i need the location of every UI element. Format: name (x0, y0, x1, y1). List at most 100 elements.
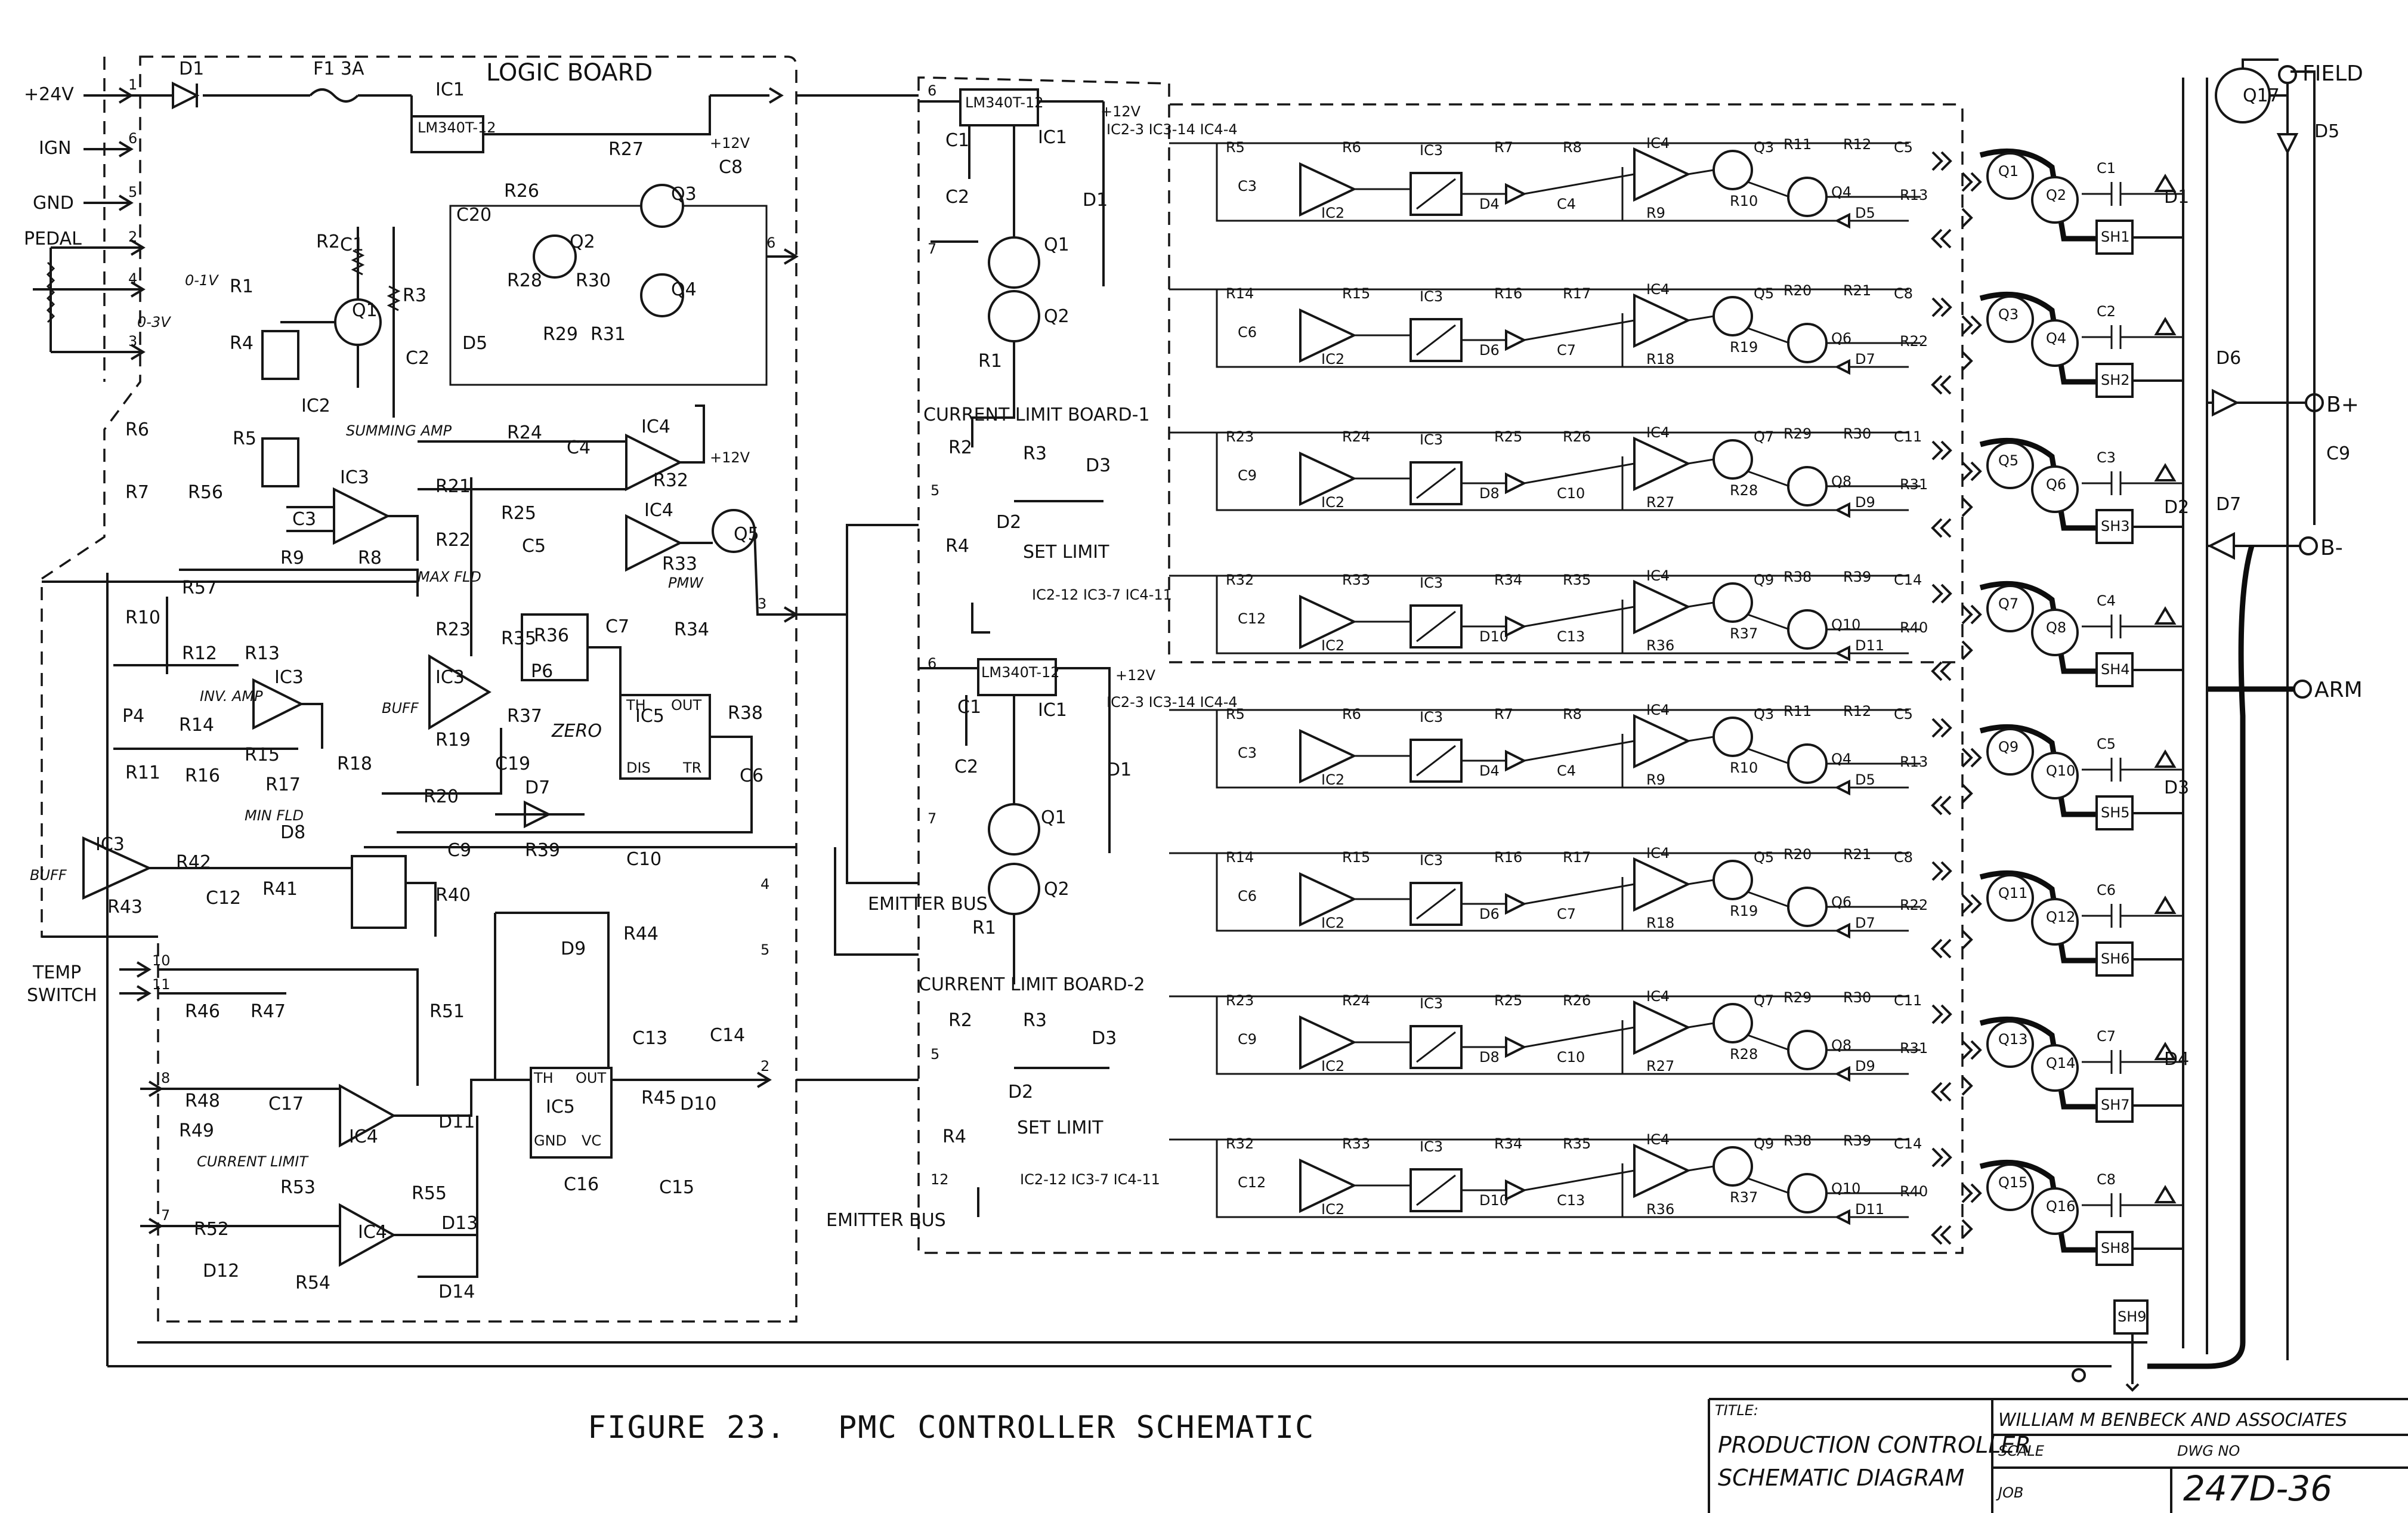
r-i-label: R31 (1900, 1040, 1928, 1057)
c-c-label: C10 (1557, 485, 1585, 502)
r-a-label: R32 (1226, 1135, 1254, 1152)
opamp-ic3-inv (252, 678, 304, 730)
ic3-label: IC3 (1420, 995, 1443, 1012)
d12-label: D12 (203, 1261, 239, 1282)
power-transistor-b (2031, 898, 2079, 946)
pedal-voltage-a: 0-1V (185, 272, 219, 289)
power-transistor-a (1986, 728, 2034, 776)
clb1-r1-label: R1 (978, 351, 1002, 372)
pin-label: 2 (761, 1058, 769, 1074)
d-b-label: D5 (1855, 205, 1875, 221)
clb1-d3-label: D3 (1086, 455, 1111, 476)
opamp-ic4a (625, 433, 683, 492)
r57-label: R57 (182, 578, 217, 598)
d5-out-label: D5 (2314, 121, 2339, 142)
title-line-1: PRODUCTION CONTROLLER (1718, 1432, 2031, 1458)
clb2-r2-label: R2 (948, 1010, 972, 1031)
c-c-label: C7 (1557, 906, 1576, 922)
ic4-label-b: IC4 (644, 500, 673, 521)
summing-amp-label: SUMMING AMP (346, 422, 452, 439)
transistor-q2 (533, 234, 577, 279)
ic2-label: IC2 (1321, 915, 1344, 931)
d-b-label: D7 (1855, 351, 1875, 368)
power-q-a-label: Q11 (1998, 885, 2027, 901)
r42-label: R42 (176, 852, 211, 873)
r40-label: R40 (435, 885, 471, 906)
r-a-label: R23 (1226, 992, 1254, 1009)
gate-transistor-a (1713, 1003, 1753, 1043)
gate-diode-out (1834, 502, 1850, 518)
r10-label: R10 (125, 607, 160, 628)
freewheel-diode (2154, 317, 2177, 335)
power-transistor-a (1986, 295, 2034, 343)
pin-label: 3 (128, 333, 137, 350)
r35-label: R35 (501, 628, 536, 649)
r-b-label: R6 (1342, 706, 1361, 722)
clb2-r4-label: R4 (942, 1126, 966, 1147)
r29-label: R29 (543, 324, 578, 345)
power-cap-label: C1 (2097, 160, 2116, 177)
opamp-ic4 (1633, 579, 1691, 635)
freewheel-diode (2154, 749, 2177, 768)
shunt-label: SH1 (2101, 229, 2130, 245)
r-h-label: R28 (1730, 482, 1758, 499)
r45-label: R45 (641, 1088, 676, 1108)
c14-label: C14 (710, 1025, 745, 1046)
clb2-c2-label: C2 (954, 756, 978, 777)
title-block: TITLE: PRODUCTION CONTROLLER SCHEMATIC D… (1708, 1398, 2408, 1513)
c-b-label: C3 (1238, 178, 1257, 194)
r-f-label: R21 (1843, 846, 1871, 863)
gate-diode (1505, 615, 1527, 638)
ic3-label: IC3 (1420, 709, 1443, 725)
d-a-label: D10 (1479, 628, 1509, 645)
power-q-a-label: Q13 (1998, 1031, 2027, 1048)
clb2-set-limit: SET LIMIT (1017, 1117, 1103, 1138)
d-b-label: D11 (1855, 1201, 1884, 1218)
power-q-b-label: Q14 (2046, 1055, 2075, 1072)
buff-lower-label: BUFF (30, 867, 67, 884)
power-q-a-label: Q9 (1998, 739, 2018, 755)
gate-transistor-b (1787, 1173, 1828, 1214)
d-a-label: D6 (1479, 906, 1500, 922)
pin-label: 2 (128, 229, 137, 245)
power-cap-label: C5 (2097, 736, 2116, 752)
r-f-label: R39 (1843, 569, 1871, 585)
gate-diode-out (1834, 212, 1850, 229)
ic5-lower-gnd: GND (534, 1132, 567, 1149)
power-cap-label: C2 (2097, 303, 2116, 320)
pin-label: 5 (761, 941, 769, 958)
c7-label: C7 (605, 616, 629, 637)
power-transistor-b (2031, 1187, 2079, 1235)
r34-label: R34 (674, 619, 709, 640)
p6-label: P6 (531, 661, 553, 682)
opamp-ic3-summing (333, 487, 391, 545)
ic5-th-label: TH (626, 697, 646, 714)
company-name: WILLIAM M BENBECK AND ASSOCIATES (1998, 1410, 2347, 1431)
opamp-ic2 (1299, 594, 1357, 650)
ic3-label: IC3 (1420, 852, 1443, 869)
r-h-label: R28 (1730, 1046, 1758, 1063)
clb2-d3-label: D3 (1092, 1028, 1117, 1049)
c8-label: C8 (719, 157, 743, 178)
opamp-ic2 (1299, 308, 1357, 363)
job-label: JOB (1996, 1484, 2023, 1501)
shunt-label: SH2 (2101, 372, 2130, 388)
shunt-label: SH7 (2101, 1097, 2130, 1113)
d5-label: D5 (462, 333, 487, 354)
opamp-ic4 (1633, 1000, 1691, 1055)
f1-label: F1 3A (313, 58, 364, 79)
logic-board-title: LOGIC BOARD (486, 59, 653, 87)
c-c-label: C4 (1557, 762, 1576, 779)
power-transistor-b (2031, 319, 2079, 367)
r21-label: R21 (435, 476, 471, 497)
r-e-label: R38 (1783, 569, 1812, 585)
ic5-dis-label: DIS (626, 759, 651, 776)
clb2-r3-label: R3 (1023, 1010, 1047, 1031)
r-i-label: R31 (1900, 476, 1928, 493)
r-d-label: R26 (1563, 428, 1591, 445)
d13-label: D13 (441, 1213, 478, 1234)
opamp-ic4 (1633, 436, 1691, 492)
r-c-label: R16 (1494, 849, 1522, 866)
